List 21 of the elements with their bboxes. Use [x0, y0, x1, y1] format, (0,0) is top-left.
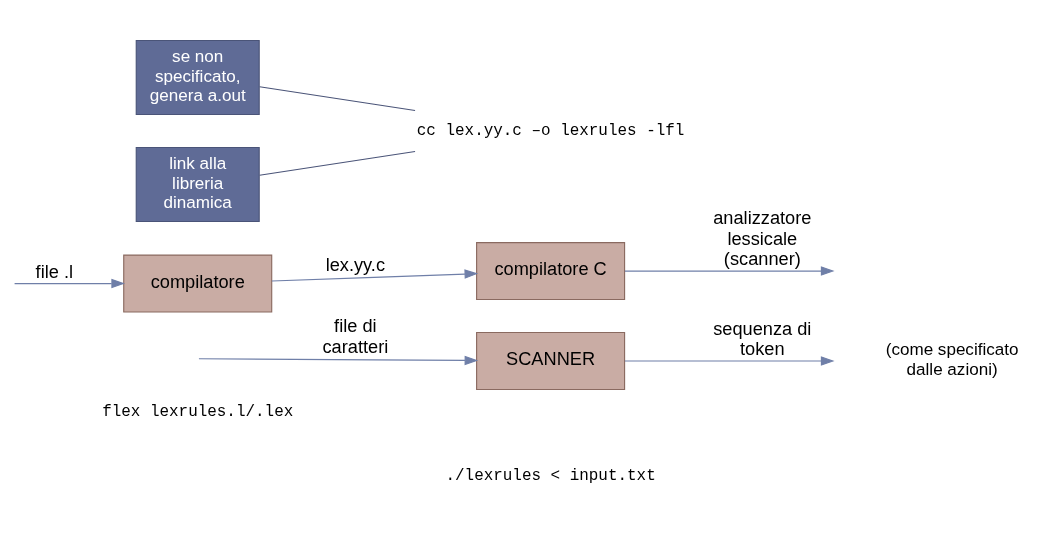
edge-label: analizzatore lessicale (scanner)	[713, 207, 812, 269]
edge-label: lex.yy.c	[325, 254, 386, 275]
edge-label: sequenza di token	[713, 318, 812, 359]
arrow	[198, 355, 479, 365]
label: (come specificato dalle azioni)	[885, 339, 1019, 379]
node-box: SCANNER	[476, 331, 626, 390]
connector	[258, 85, 416, 111]
node-box: se non specificato, genera a.out	[135, 39, 260, 115]
arrow	[624, 265, 835, 276]
label: ./lexrules < input.txt	[445, 466, 656, 485]
node-box: compilatore	[123, 254, 273, 313]
edge-label: file .l	[35, 261, 74, 282]
edge-label: file di caratteri	[322, 315, 389, 357]
label: flex lexrules.l/.lex	[102, 402, 294, 421]
node-box: link alla libreria dinamica	[135, 146, 260, 222]
arrow	[271, 268, 479, 282]
node-box: compilatore C	[476, 241, 626, 300]
connector	[258, 150, 416, 176]
node-text: cc lex.yy.c –o lexrules -lfl	[416, 121, 685, 140]
arrow	[624, 355, 835, 366]
arrow	[14, 278, 126, 288]
